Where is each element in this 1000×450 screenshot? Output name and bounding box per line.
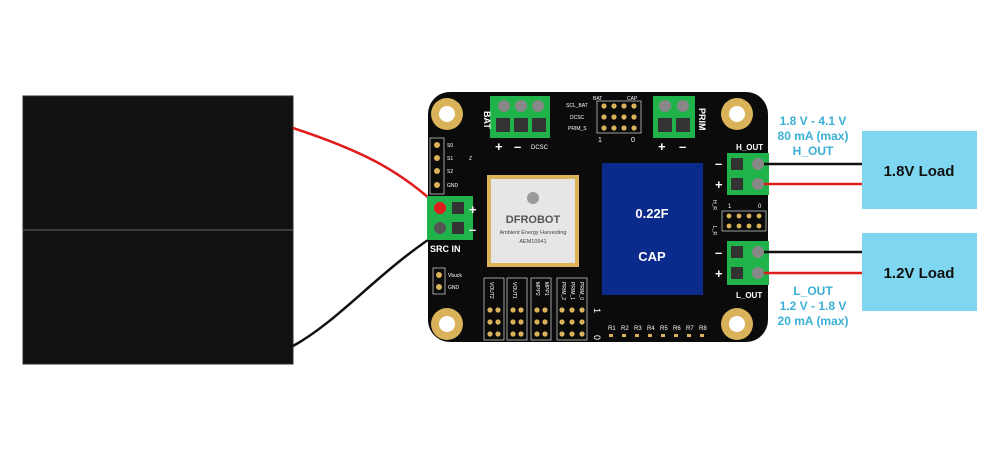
vbuck-header: Vbuck GND: [432, 267, 462, 295]
src-in-label: SRC IN: [430, 244, 461, 254]
cap-label: CAP: [638, 249, 666, 264]
right-num-1: 1: [728, 204, 732, 210]
jumper-label-mpp1: MPP1: [543, 282, 549, 296]
resistor-label: R7: [686, 326, 694, 332]
h-r-label: H_R: [711, 200, 717, 210]
h-out-name: H_OUT: [793, 144, 834, 158]
config-col-cap: CAP: [627, 96, 638, 102]
cap-value: 0.22F: [635, 206, 668, 221]
z-label: Z: [469, 156, 472, 162]
resistor-label: R8: [699, 326, 707, 332]
config-label-scl-bat: SCL_BAT: [566, 103, 588, 109]
capacitor: 0.22F CAP: [602, 163, 703, 295]
config-header: BAT CAP SCL_BAT DCSC PRIM_S 1 0: [566, 96, 642, 144]
header-vbuck: Vbuck: [448, 273, 462, 279]
load-box-top: 1.8V Load: [862, 131, 977, 209]
h-out-plus: +: [715, 177, 723, 192]
resistor-label: R6: [673, 326, 681, 332]
prim-label: PRIM: [697, 108, 707, 131]
panel-red-wire: [292, 126, 441, 209]
jumper-label-vout2: VOUT2: [488, 282, 494, 299]
bat-minus: –: [514, 139, 521, 154]
l-out-current: 20 mA (max): [778, 314, 849, 328]
l-out-range: 1.2 V - 1.8 V: [780, 299, 847, 313]
h-out-minus: –: [715, 156, 722, 171]
mounting-hole: [721, 98, 753, 130]
jumper-blocks: [483, 277, 588, 341]
l-out-annotation: L_OUT 1.2 V - 1.8 V 20 mA (max): [778, 284, 849, 328]
resistor-row: R1 R2 R3 R4 R5 R6 R7 R8: [608, 326, 707, 337]
resistor-label: R5: [660, 326, 668, 332]
load-top-label: 1.8V Load: [884, 163, 955, 180]
mounting-hole: [431, 98, 463, 130]
load-box-bottom: 1.2V Load: [862, 233, 977, 311]
resistor-label: R3: [634, 326, 642, 332]
left-header: S0 S1 S2 GND: [429, 137, 459, 195]
h-out-pcb-label: H_OUT: [736, 143, 763, 152]
h-out-range: 1.8 V - 4.1 V: [780, 114, 847, 128]
mounting-hole: [431, 308, 463, 340]
chip-text-2: AEM10941: [519, 239, 546, 245]
header-gnd: GND: [447, 183, 459, 189]
jumper-label-prim2: PRIM_2: [560, 282, 566, 300]
bat-plus: +: [495, 139, 503, 154]
resistor-label: R1: [608, 326, 616, 332]
header-s1: S1: [447, 156, 453, 162]
jumper-label-vout1: VOUT1: [511, 282, 517, 299]
l-out-minus: –: [715, 245, 722, 260]
dcsc-label: DCSC: [531, 145, 549, 151]
right-config-header: H_R L_R 1 0: [711, 200, 767, 236]
jumper-num-1: 1: [592, 308, 602, 313]
src-in-terminal: [427, 196, 473, 240]
header-s2: S2: [447, 169, 453, 175]
src-plus: +: [469, 202, 477, 217]
jumper-label-mpp2: MPP2: [534, 282, 540, 296]
chip-logo: DFROBOT: [506, 214, 561, 226]
resistor-label: R4: [647, 326, 655, 332]
header-vbuck-gnd: GND: [448, 285, 460, 291]
jumper-label-prim1: PRIM_1: [569, 282, 575, 300]
config-label-dcsc: DCSC: [570, 115, 585, 121]
right-num-0: 0: [758, 204, 762, 210]
jumper-label-prim0: PRIM_0: [578, 282, 584, 300]
prim-terminal: [653, 96, 695, 138]
src-minus: –: [469, 222, 476, 237]
l-r-label: L_R: [711, 226, 717, 236]
bat-terminal: [490, 96, 550, 138]
config-num-0: 0: [631, 137, 635, 144]
chip-text-1: Ambient Energy Harvesting: [500, 230, 567, 236]
h-out-current: 80 mA (max): [778, 129, 849, 143]
mounting-hole: [721, 308, 753, 340]
h-out-terminal: [727, 153, 769, 195]
l-out-name: L_OUT: [793, 284, 833, 298]
h-out-annotation: 1.8 V - 4.1 V 80 mA (max) H_OUT: [778, 114, 849, 158]
resistor-label: R2: [621, 326, 629, 332]
config-label-prim-s: PRIM_S: [568, 126, 587, 132]
harvester-chip: DFROBOT Ambient Energy Harvesting AEM109…: [487, 175, 579, 267]
pcb-board: [428, 92, 768, 342]
prim-minus: –: [679, 139, 686, 154]
l-out-terminal: [727, 241, 769, 285]
prim-plus: +: [658, 139, 666, 154]
header-s0: S0: [447, 143, 453, 149]
config-num-1: 1: [598, 137, 602, 144]
bat-label: BAT: [482, 111, 492, 129]
l-out-plus: +: [715, 266, 723, 281]
config-col-bat: BAT: [593, 96, 602, 102]
solar-panel: [22, 95, 294, 365]
panel-black-wire: [292, 230, 441, 348]
jumper-num-0: 0: [592, 335, 602, 340]
load-bottom-label: 1.2V Load: [884, 265, 955, 282]
l-out-pcb-label: L_OUT: [736, 291, 762, 300]
